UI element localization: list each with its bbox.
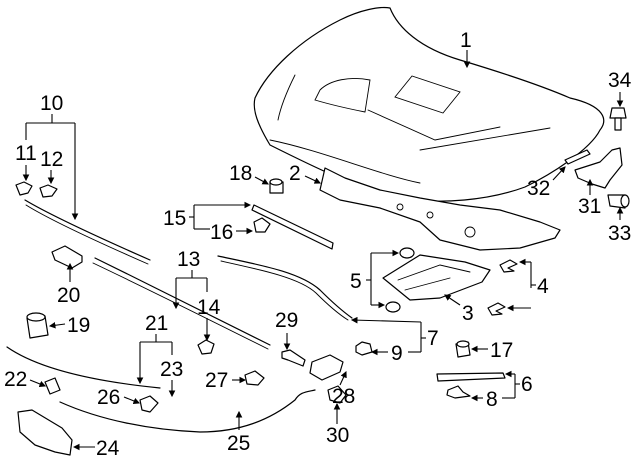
callout-10: 10 [40, 92, 63, 115]
seal-strip[interactable] [436, 372, 506, 382]
retainer-lower[interactable] [385, 301, 401, 313]
latch-cover-30[interactable] [327, 385, 347, 404]
leader-lines [22, 50, 624, 451]
callout-32: 32 [527, 177, 550, 200]
bumper-19[interactable] [26, 312, 49, 339]
rear-seal[interactable] [217, 255, 353, 321]
release-cable-21[interactable] [6, 346, 161, 389]
callout-labels: 1 2 3 4 5 6 7 8 9 10 11 12 13 14 15 16 1… [4, 29, 632, 460]
callout-20: 20 [57, 284, 80, 307]
callout-16: 16 [210, 221, 233, 244]
callout-11: 11 [15, 142, 37, 165]
callout-5: 5 [350, 270, 362, 293]
front-seal[interactable] [24, 199, 151, 265]
bracket-20[interactable] [51, 245, 83, 269]
bumper-18[interactable] [269, 178, 284, 194]
callout-31: 31 [578, 195, 601, 218]
callout-34: 34 [608, 69, 632, 92]
callout-23: 23 [160, 358, 183, 381]
striker-bolt-29[interactable] [281, 349, 306, 367]
callout-17: 17 [490, 339, 513, 362]
callout-27: 27 [205, 369, 228, 392]
callout-8: 8 [486, 388, 498, 411]
callout-33: 33 [608, 222, 631, 245]
seal-clip-8[interactable] [446, 385, 471, 399]
seal-clip-11[interactable] [15, 181, 33, 196]
callout-28: 28 [332, 385, 355, 408]
callout-29: 29 [275, 309, 298, 332]
retainer-upper[interactable] [399, 247, 415, 259]
callout-21: 21 [145, 312, 168, 335]
callout-2: 2 [289, 162, 301, 185]
callout-14: 14 [197, 296, 221, 319]
cable-clip-26[interactable] [139, 395, 159, 413]
latch-28[interactable] [309, 354, 344, 381]
callout-13: 13 [177, 248, 200, 271]
insulator-pad[interactable] [382, 254, 491, 301]
callout-22: 22 [4, 368, 27, 391]
hood-insulator[interactable] [319, 167, 561, 251]
callout-15: 15 [163, 207, 186, 230]
cable-clip-22[interactable] [44, 377, 61, 395]
release-cable-25[interactable] [59, 389, 316, 433]
callout-1: 1 [460, 29, 472, 52]
side-seal-13[interactable] [92, 257, 271, 350]
callout-30: 30 [326, 424, 349, 447]
seal-clip-12[interactable] [39, 184, 58, 198]
cable-clip-27[interactable] [244, 370, 265, 386]
callout-7: 7 [427, 327, 439, 350]
callout-19: 19 [67, 314, 90, 337]
callout-18: 18 [229, 162, 252, 185]
insulator-clip-upper[interactable] [499, 259, 518, 273]
callout-25: 25 [227, 432, 250, 455]
hinge-shim-32[interactable] [564, 149, 591, 165]
hinge-bolt-33[interactable] [607, 194, 630, 209]
seal-clip-16[interactable] [253, 217, 271, 233]
hood-panel[interactable] [253, 6, 605, 202]
seal-clip-14[interactable] [197, 339, 215, 355]
callout-6: 6 [521, 373, 533, 396]
side-seal-15[interactable] [251, 204, 334, 250]
callout-9: 9 [391, 342, 403, 365]
bumper-17[interactable] [455, 340, 471, 358]
seal-clip-9[interactable] [355, 341, 373, 356]
hinge-31[interactable] [574, 147, 623, 189]
callout-3: 3 [462, 302, 474, 325]
callout-12: 12 [40, 148, 63, 171]
callout-24: 24 [96, 437, 120, 460]
callout-26: 26 [97, 386, 120, 409]
release-handle-24[interactable] [17, 409, 73, 456]
hinge-nut-34[interactable] [609, 107, 627, 131]
callout-4: 4 [537, 275, 549, 298]
insulator-clip-lower[interactable] [487, 302, 506, 316]
